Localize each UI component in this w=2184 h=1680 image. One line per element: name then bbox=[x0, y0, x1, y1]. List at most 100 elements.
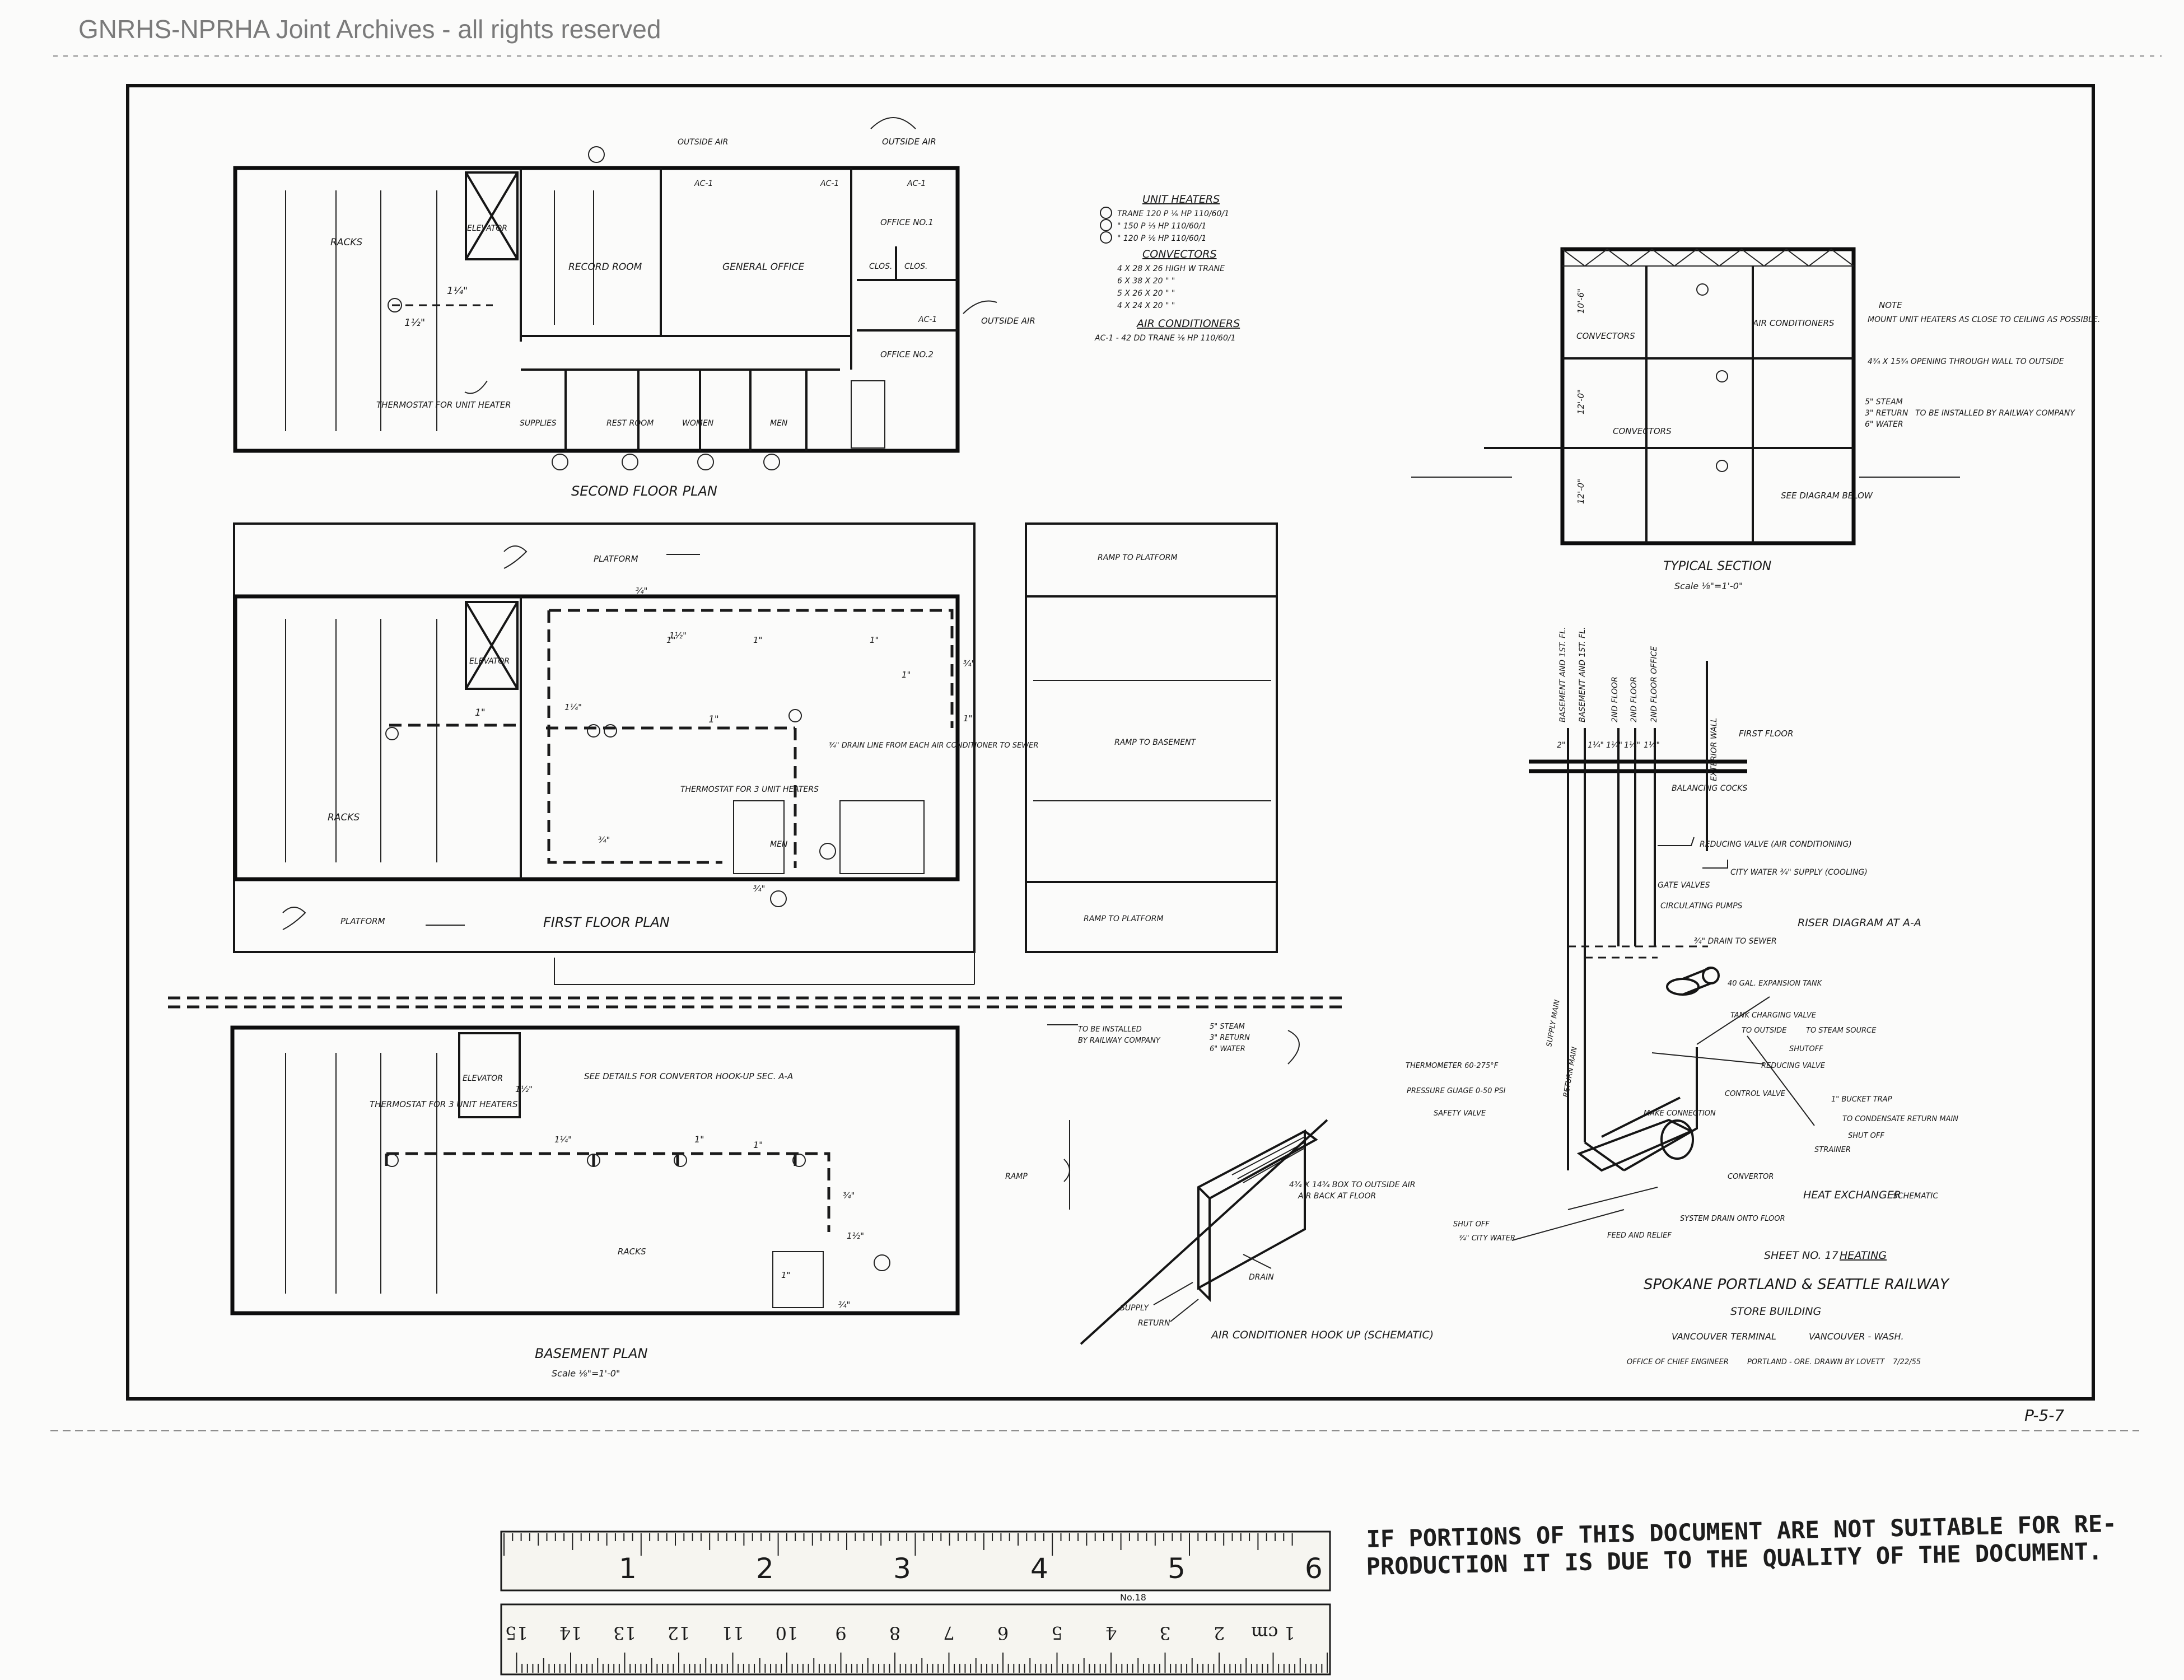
riser-note: FIRST FLOOR bbox=[1739, 729, 1794, 739]
hookup-label: RETURN bbox=[1138, 1319, 1170, 1328]
room-label: WOMEN bbox=[682, 419, 714, 428]
inch-number: 2 bbox=[756, 1552, 774, 1585]
hx-label: TO CONDENSATE RETURN MAIN bbox=[1842, 1115, 1958, 1123]
ruler-maker: No.18 bbox=[1120, 1592, 1146, 1603]
ac-label: AC-1 bbox=[694, 179, 713, 188]
riser-note: ¾" DRAIN TO SEWER bbox=[1694, 937, 1777, 946]
hx-label: SUPPLY MAIN bbox=[1545, 999, 1562, 1048]
outside-air-label: OUTSIDE AIR bbox=[678, 138, 728, 147]
title-block: SHEET NO. 17 HEATING SPOKANE PORTLAND & … bbox=[1627, 1249, 2064, 1425]
pipe-size: 1½" bbox=[515, 1084, 533, 1094]
pipe-size: 1¼" bbox=[564, 702, 582, 712]
section-dim: 10'-6" bbox=[1576, 288, 1586, 314]
cm-number: 13 bbox=[613, 1622, 636, 1644]
section-scale: Scale ⅛"=1'-0" bbox=[1674, 581, 1743, 591]
second-floor-plan: RACKS ELEVATOR RECORD ROOM GENERAL OFFIC… bbox=[233, 117, 1035, 499]
cm-number: 8 bbox=[889, 1622, 900, 1644]
pipe-size: 1¼" bbox=[554, 1135, 572, 1145]
pipe-size: 1½" bbox=[847, 1231, 864, 1241]
hookup-label: 4¾ X 14¾ BOX TO OUTSIDE AIR bbox=[1289, 1180, 1415, 1189]
steam-label: 5" STEAM bbox=[1210, 1023, 1245, 1031]
cm-number: 6 bbox=[997, 1622, 1009, 1644]
room-label: RACKS bbox=[330, 237, 362, 248]
riser-label: 2ND FLOOR bbox=[1630, 676, 1639, 722]
railway-note: TO BE INSTALLED BY RAILWAY COMPANY bbox=[1915, 409, 2075, 418]
building-name: STORE BUILDING bbox=[1730, 1305, 1821, 1318]
plan-label: PLATFORM bbox=[340, 916, 385, 926]
riser-label: 2ND FLOOR bbox=[1611, 676, 1620, 722]
legend-row: AC-1 - 42 DD TRANE ⅙ HP 110/60/1 bbox=[1094, 334, 1235, 343]
thermostat-note: THERMOSTAT FOR UNIT HEATER bbox=[376, 400, 511, 410]
riser-note: GATE VALVES bbox=[1658, 881, 1710, 890]
room-label: CLOS. bbox=[904, 262, 928, 271]
cm-number: 2 bbox=[1214, 1622, 1225, 1644]
riser-label: 2ND FLOOR OFFICE bbox=[1650, 646, 1659, 722]
section-label: AIR CONDITIONERS bbox=[1752, 318, 1835, 328]
scale-ruler: 1 2 3 4 5 6 No.18 1 cm234567891011121314… bbox=[500, 1530, 1331, 1676]
riser-diagram: BASEMENT AND 1ST. FL. BASEMENT AND 1ST. … bbox=[1529, 627, 1921, 1170]
location: VANCOUVER TERMINAL bbox=[1672, 1331, 1776, 1342]
drawn-by: DRAWN BY LOVETT bbox=[1814, 1358, 1885, 1366]
pipe-size: 1" bbox=[753, 1140, 763, 1150]
legend-row: 6 X 38 X 20 " " bbox=[1117, 277, 1175, 286]
pipe-size: 1½" bbox=[404, 317, 425, 329]
section-dim: 12'-0" bbox=[1576, 479, 1586, 504]
section-label: CONVECTORS bbox=[1613, 426, 1672, 436]
pipe-size: ¾" bbox=[598, 835, 610, 845]
pipe-size: 1" bbox=[475, 707, 486, 718]
cm-number: 10 bbox=[776, 1622, 799, 1644]
pipe-size: 1" bbox=[963, 713, 972, 724]
pipe-size: 1" bbox=[666, 635, 675, 645]
room-label: OFFICE NO.1 bbox=[880, 217, 934, 227]
pipe-size: 1¼" bbox=[447, 285, 468, 297]
hx-label: ¾" CITY WATER bbox=[1459, 1234, 1515, 1243]
hx-label: MAKE CONNECTION bbox=[1644, 1109, 1716, 1118]
riser-note: EXTERIOR WALL bbox=[1710, 718, 1719, 781]
steam-label: 3" RETURN bbox=[1210, 1034, 1250, 1042]
riser-size: 1¼" bbox=[1606, 741, 1622, 750]
steam-label: 5" STEAM bbox=[1865, 398, 1903, 407]
plan-title: FIRST FLOOR PLAN bbox=[543, 914, 670, 930]
pipe-size: ¾" bbox=[838, 1300, 850, 1310]
pipe-size: 1½" bbox=[669, 631, 687, 641]
pipe-size: 1" bbox=[753, 635, 762, 645]
pipe-size: ¾" bbox=[843, 1191, 855, 1201]
sheet-discipline: HEATING bbox=[1840, 1249, 1887, 1262]
hx-label: 1" BUCKET TRAP bbox=[1831, 1095, 1892, 1104]
thermostat-note: THERMOSTAT FOR 3 UNIT HEATERS bbox=[680, 785, 819, 794]
plan-title: BASEMENT PLAN bbox=[535, 1346, 648, 1361]
steam-label: 3" RETURN bbox=[1865, 409, 1908, 418]
plan-label: PLATFORM bbox=[594, 554, 638, 564]
ac-label: AC-1 bbox=[907, 179, 926, 188]
pipe-size: 1" bbox=[781, 1270, 790, 1280]
basement-plan: ELEVATOR RACKS RAMP SEE DETAILS FOR CONV… bbox=[230, 1023, 1300, 1379]
inch-number: 4 bbox=[1030, 1552, 1048, 1585]
cm-number: 15 bbox=[505, 1622, 528, 1644]
hx-label: SHUT OFF bbox=[1453, 1220, 1490, 1229]
hx-label: SAFETY VALVE bbox=[1434, 1109, 1486, 1118]
legend-heading: AIR CONDITIONERS bbox=[1136, 318, 1240, 330]
legend-row: " 150 P ⅓ HP 110/60/1 bbox=[1117, 222, 1206, 231]
inch-number: 3 bbox=[893, 1552, 911, 1585]
inch-number: 6 bbox=[1305, 1552, 1323, 1585]
hx-label: TANK CHARGING VALVE bbox=[1730, 1011, 1817, 1020]
riser-note: BALANCING COCKS bbox=[1672, 784, 1747, 793]
sheet-number: SHEET NO. 17 bbox=[1764, 1249, 1838, 1262]
legend-row: 4 X 24 X 20 " " bbox=[1117, 301, 1175, 310]
legend-heading: CONVECTORS bbox=[1142, 248, 1217, 260]
hx-label: 40 GAL. EXPANSION TANK bbox=[1728, 979, 1823, 988]
pipe-size: ¾" bbox=[963, 659, 975, 669]
hx-label: STRAINER bbox=[1814, 1146, 1851, 1154]
room-label: CLOS. bbox=[869, 262, 893, 271]
section-title: TYPICAL SECTION bbox=[1663, 559, 1771, 573]
office: OFFICE OF CHIEF ENGINEER bbox=[1627, 1358, 1729, 1366]
plan-label: RACKS bbox=[328, 812, 360, 823]
ramp-label: RAMP TO PLATFORM bbox=[1098, 553, 1178, 562]
outside-air-label: OUTSIDE AIR bbox=[981, 316, 1035, 326]
cm-number: 7 bbox=[943, 1622, 954, 1644]
steam-label: 6" WATER bbox=[1210, 1045, 1245, 1053]
quality-stamp: IF PORTIONS OF THIS DOCUMENT ARE NOT SUI… bbox=[1366, 1510, 2117, 1580]
plan-label: ELEVATOR bbox=[463, 1074, 503, 1083]
hookup-label: AIR BACK AT FLOOR bbox=[1298, 1192, 1376, 1201]
room-label: SUPPLIES bbox=[520, 419, 557, 428]
